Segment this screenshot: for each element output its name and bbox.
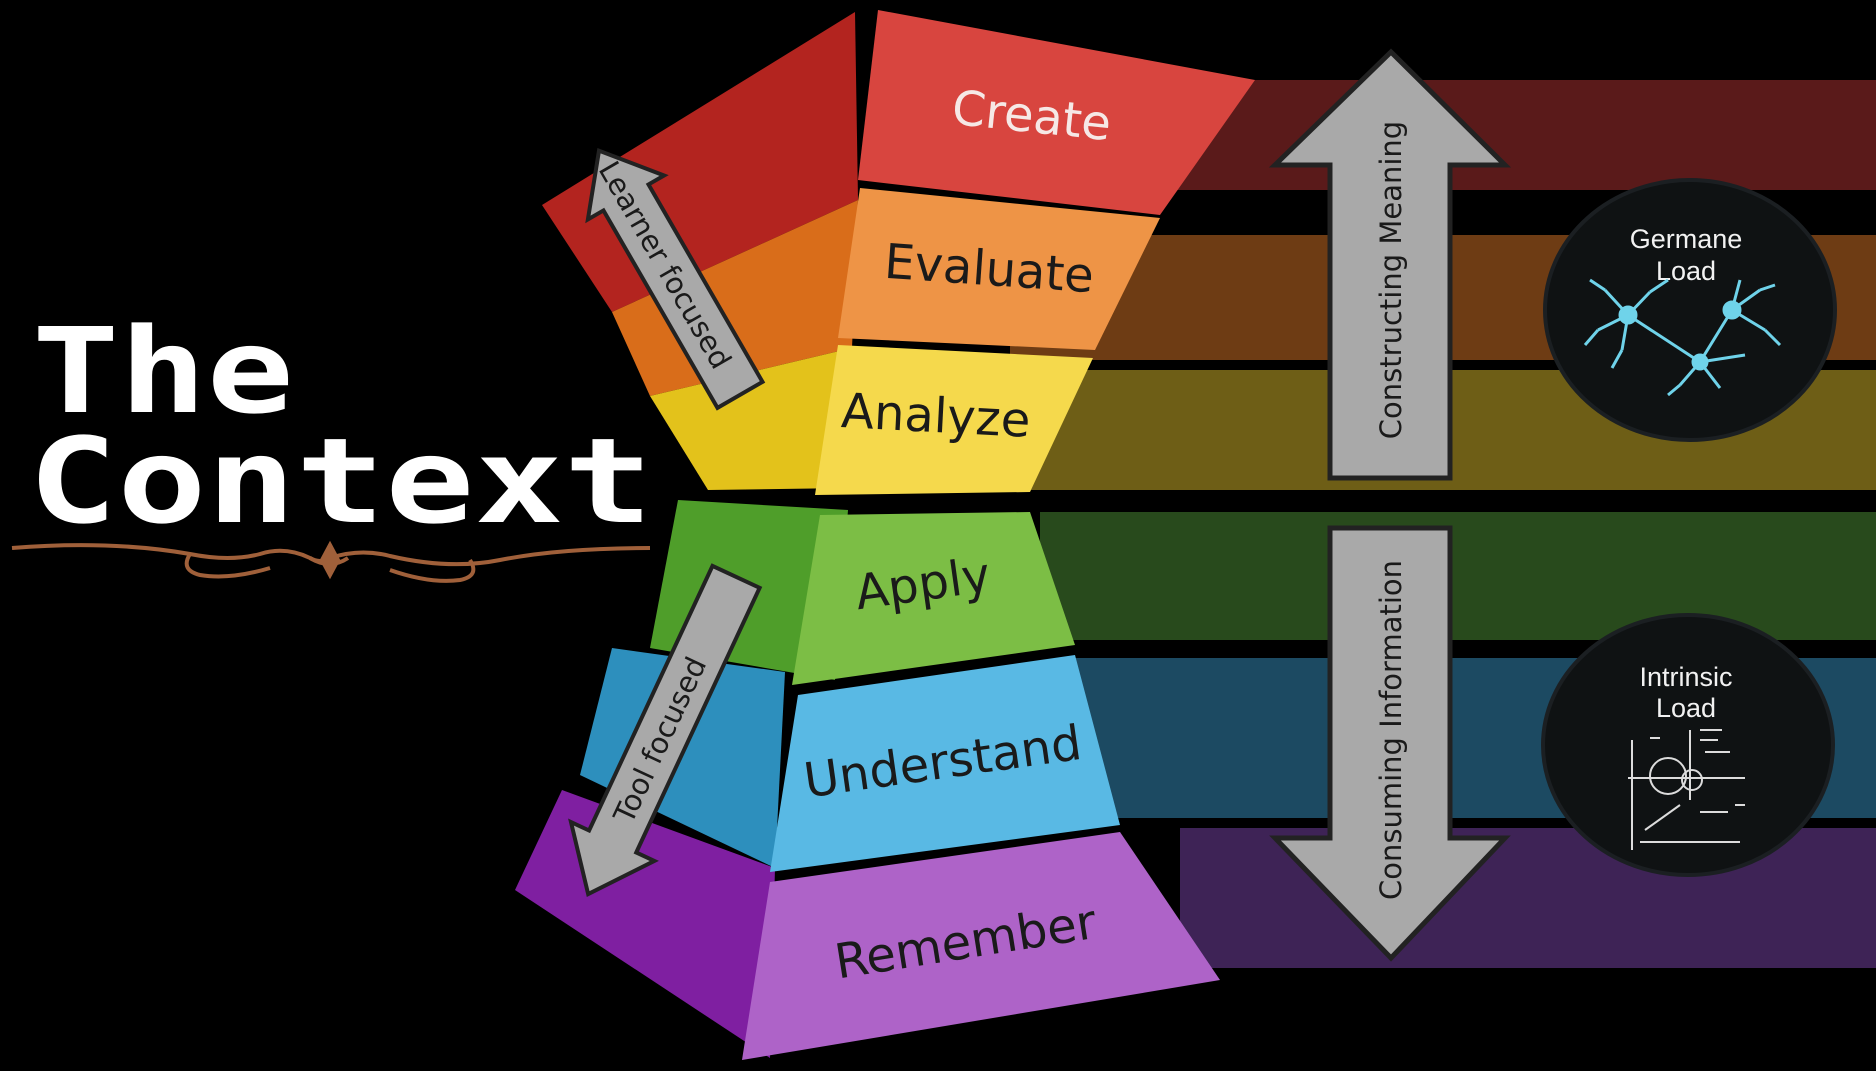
intrinsic-load-subtitle: Load bbox=[1656, 693, 1716, 723]
ornament-divider bbox=[11, 540, 651, 583]
level-analyze bbox=[815, 345, 1093, 495]
germane-load-circle: Germane Load bbox=[1543, 178, 1837, 442]
level-understand bbox=[770, 655, 1120, 872]
neuron-network-icon bbox=[1583, 278, 1782, 397]
band-apply bbox=[1040, 512, 1876, 640]
side-face-analyze bbox=[650, 348, 852, 490]
side-face-evaluate bbox=[612, 200, 858, 396]
level-label-analyze: Analyze bbox=[840, 383, 1032, 449]
germane-load-title: Germane bbox=[1630, 224, 1743, 254]
math-graph-icon bbox=[1628, 729, 1745, 850]
title-line-1: The bbox=[32, 302, 294, 440]
learner-focused-arrow-shape bbox=[585, 147, 766, 411]
level-remember bbox=[742, 832, 1220, 1060]
intrinsic-load-background bbox=[1541, 613, 1835, 877]
constructing-meaning-arrow-shape bbox=[1268, 48, 1512, 481]
level-evaluate bbox=[838, 188, 1160, 350]
germane-load-background bbox=[1543, 178, 1837, 442]
level-apply bbox=[792, 512, 1075, 685]
hourglass-front-faces bbox=[742, 10, 1255, 1060]
tool-focused-arrow-shape bbox=[568, 563, 763, 897]
consuming-information-arrow: Consuming Information bbox=[1269, 525, 1511, 962]
consuming-information-label: Consuming Information bbox=[1374, 560, 1408, 900]
consuming-information-arrow-shape bbox=[1269, 525, 1511, 962]
title-block: The Context bbox=[11, 302, 653, 583]
title-line-2: Context bbox=[28, 412, 653, 550]
constructing-meaning-arrow: Constructing Meaning bbox=[1268, 48, 1512, 481]
level-create bbox=[858, 10, 1255, 215]
intrinsic-load-title: Intrinsic bbox=[1639, 662, 1732, 692]
constructing-meaning-label: Constructing Meaning bbox=[1374, 121, 1408, 439]
intrinsic-load-circle: Intrinsic Load bbox=[1541, 613, 1835, 877]
